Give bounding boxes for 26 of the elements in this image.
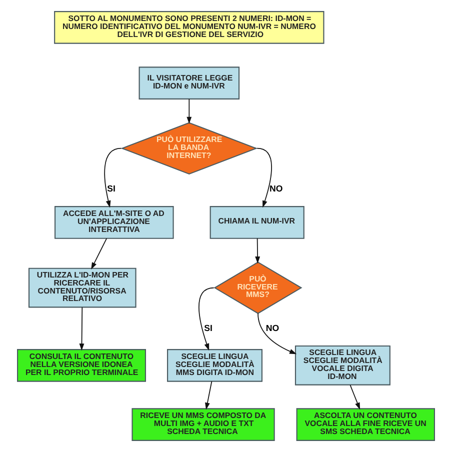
edge-label: NO — [269, 184, 283, 194]
arrow — [198, 287, 214, 351]
node-box: UTILIZZA L'ID-MON PER RICERCARE IL CONTENUTO/RISORSA RELATIVO — [28, 268, 136, 308]
arrow — [256, 148, 272, 208]
arrow — [91, 238, 108, 270]
edge-label: SI — [107, 184, 116, 194]
node-box: RICEVE UN MMS COMPOSTO DA MULTI IMG + AUDIO E TXT SCHEDA TECNICA — [132, 408, 275, 441]
arrow — [104, 148, 122, 208]
arrow — [258, 312, 297, 354]
arrow — [79, 306, 84, 351]
arrow — [205, 380, 212, 410]
edge-label: SI — [204, 323, 212, 334]
arrow — [255, 238, 260, 264]
node-diamond: PUÒ UTILIZZARE LA BANDA INTERNET? — [120, 122, 258, 174]
node-diamond: PUÒ RICEVERE MMS? — [214, 262, 302, 314]
arrow — [350, 384, 360, 410]
edge-label: NO — [266, 323, 280, 334]
node-box: SOTTO AL MONUMENTO SONO PRESENTI 2 NUMERI: ID-MON = NUMERO IDENTIFICATIVO DEL MONUMENTO NUM-IVR = NUMERO DELL'IVR DI GESTIONE DEL SERVIZIO — [54, 11, 324, 44]
node-box: ASCOLTA UN CONTENUTO VOCALE ALLA FINE RICEVE UN SMS SCHEDA TECNICA — [296, 408, 435, 441]
node-box: IL VISITATORE LEGGE ID-MON e NUM-IVR — [138, 66, 240, 100]
node-box: SCEGLIE LINGUA SCEGLIE MODALITÀ MMS DIGITA ID-MON — [167, 349, 262, 382]
node-box: SCEGLIE LINGUA SCEGLIE MODALITÀ VOCALE DIGITA ID-MON — [294, 345, 390, 386]
node-box: CHIAMA IL NUM-IVR — [210, 206, 304, 239]
node-box: CONSULTA IL CONTENUTO NELLA VERSIONE IDONEA PER IL PROPRIO TERMINALE — [17, 349, 146, 382]
arrow — [186, 98, 192, 124]
node-box: ACCEDE ALL'M-SITE O AD UN'APPLICAZIONE INTERATTIVA — [54, 206, 174, 239]
